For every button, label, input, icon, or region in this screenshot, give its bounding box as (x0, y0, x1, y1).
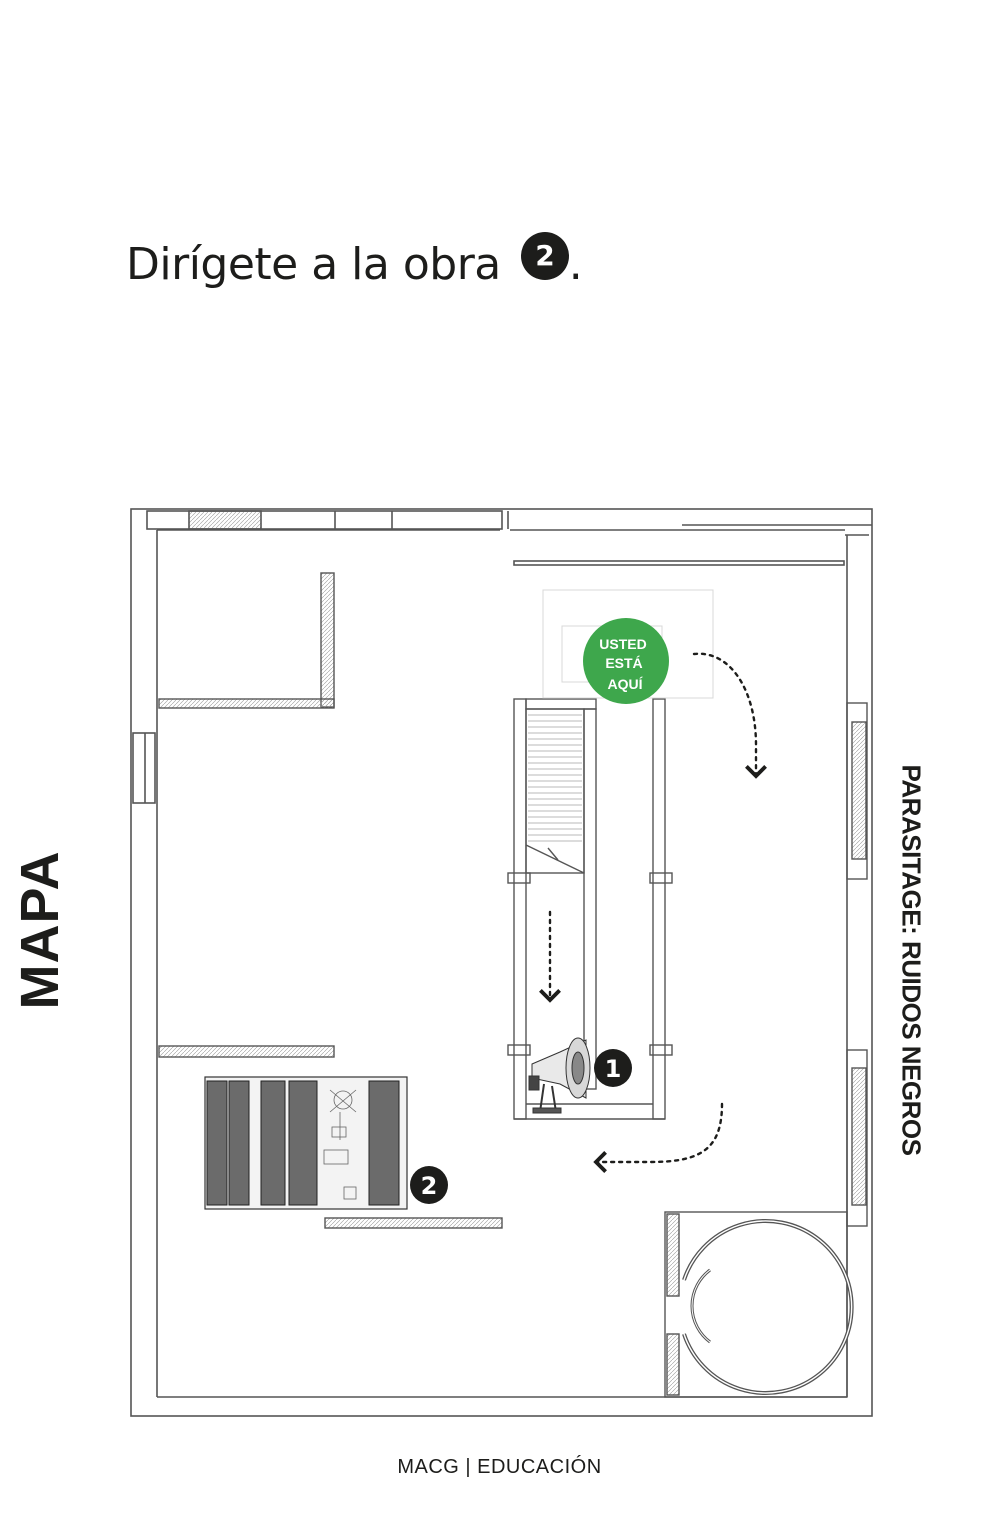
you-are-here-marker: USTED ESTÁ AQUÍ (583, 618, 669, 704)
right-wall-windows (846, 702, 868, 1227)
artwork-2-marker: 2 (410, 1166, 448, 1204)
circular-room (664, 1211, 854, 1398)
artwork-1-number: 1 (605, 1055, 622, 1083)
route-arrows (539, 652, 767, 1173)
artwork-2-installation (204, 1076, 408, 1210)
route-arrow-lower (593, 1102, 724, 1173)
you-are-here-line2: ESTÁ (605, 655, 642, 671)
artwork-2-number: 2 (421, 1172, 438, 1200)
artwork-2-front-wall (324, 1217, 503, 1229)
central-corridor (507, 698, 673, 1120)
lower-left-wall (158, 1045, 335, 1058)
artwork-number-badge: 2 (520, 232, 569, 280)
speaker-icon (528, 1037, 591, 1114)
staircase-steps (528, 714, 582, 842)
route-arrow-upper-right (692, 652, 767, 779)
artwork-1-marker: 1 (594, 1049, 632, 1087)
upper-left-room-walls (158, 572, 335, 709)
instruction-suffix: . (568, 239, 583, 290)
building-outline (130, 508, 873, 1417)
you-are-here-line1: USTED (599, 636, 646, 652)
footer-credit: MACG | EDUCACIÓN (397, 1456, 602, 1478)
you-are-here-line3: AQUÍ (608, 676, 644, 692)
you-are-here-circle (583, 618, 669, 704)
instruction-text: Dirígete a la obra (126, 239, 501, 290)
instruction-heading: Dirígete a la obra 2. (126, 232, 583, 295)
